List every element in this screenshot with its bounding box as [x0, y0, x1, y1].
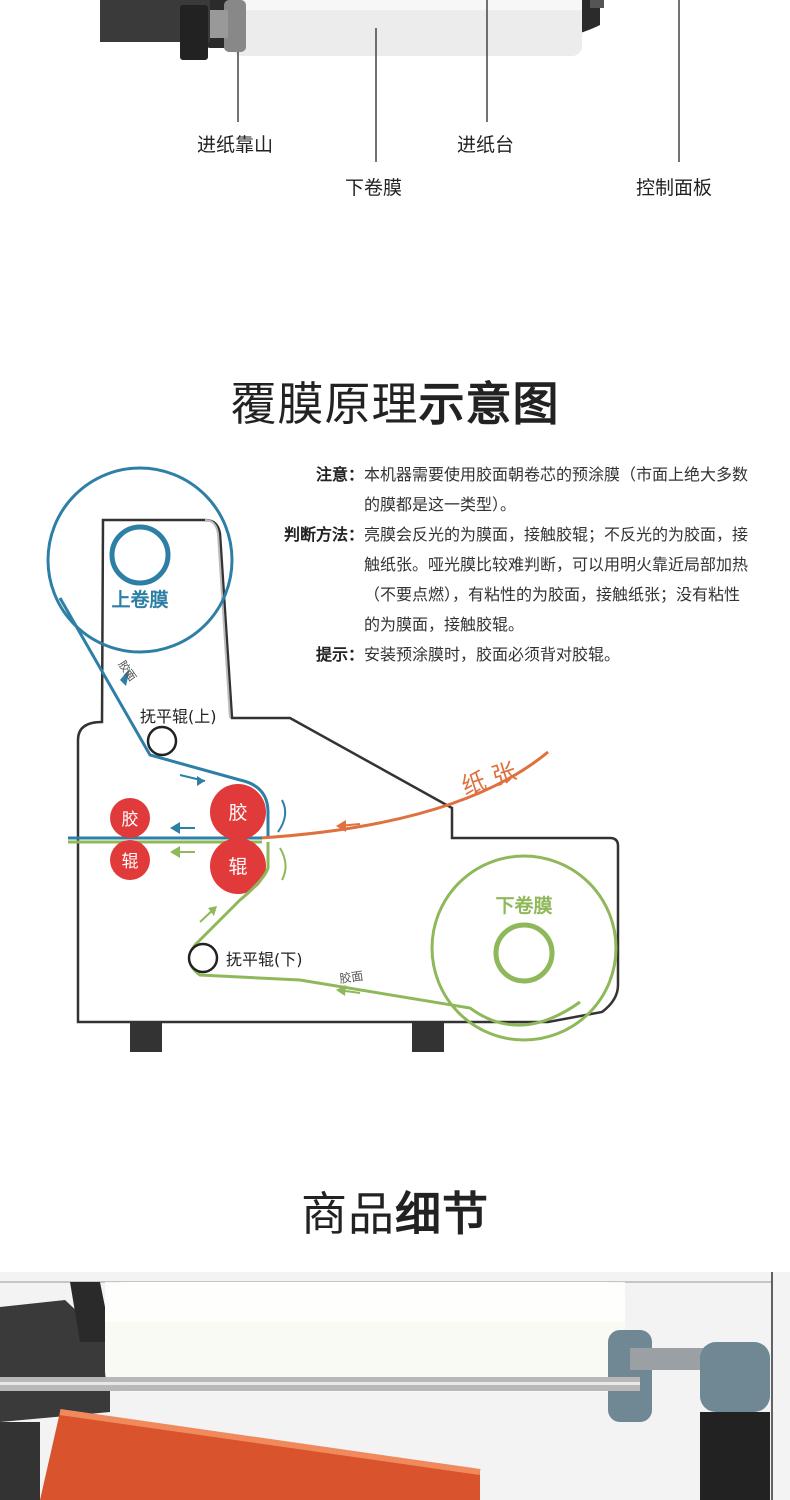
lower-film-circle — [430, 854, 618, 1042]
pressure-roller-lower — [110, 840, 150, 880]
upper-film-core — [109, 524, 171, 586]
rubber-roller-lower — [210, 838, 266, 894]
pressure-roller-upper — [110, 798, 150, 838]
machine-outline — [76, 518, 620, 1024]
details-heading-light: 商品 — [301, 1187, 395, 1241]
roller-char-4: 辊 — [122, 852, 139, 872]
upper-film-circle — [46, 466, 234, 654]
note-row: 提示： 安装预涂膜时，胶面必须背对胶辊。 — [268, 640, 748, 670]
product-detail-photo — [0, 1272, 790, 1500]
lamination-diagram: 上卷膜 胶面 抚平辊(上) 纸 张 胶 辊 胶 辊 胶面 抚平辊(下) 下卷膜 — [46, 466, 620, 1052]
lower-film-core — [493, 922, 555, 984]
machine-foot-right — [412, 1022, 444, 1052]
roller-char-1: 胶 — [228, 802, 247, 824]
note-text: 亮膜会反光的为膜面，接触胶辊；不反光的为胶面，接触纸张。哑光膜比较难判断，可以用… — [364, 525, 749, 634]
label-feed-guide: 进纸靠山 — [197, 134, 274, 156]
flatten-roller-top — [146, 725, 178, 757]
note-label: 判断方法： — [283, 525, 364, 544]
label-feed-table: 进纸台 — [457, 134, 515, 156]
note-label: 提示： — [315, 645, 364, 664]
principle-heading-light: 覆膜原理 — [230, 377, 419, 431]
label-lower-film: 下卷膜 — [345, 177, 403, 199]
paper-label: 纸 张 — [458, 757, 520, 801]
upper-glue-label: 胶面 — [116, 658, 140, 684]
note-row: 判断方法： 亮膜会反光的为膜面，接触胶辊；不反光的为胶面，接触纸张。哑光膜比较难… — [268, 520, 748, 640]
paper-path — [259, 750, 549, 840]
upper-film-arrow — [120, 668, 130, 686]
lower-glue-label: 胶面 — [338, 968, 364, 986]
note-text: 本机器需要使用胶面朝卷芯的预涂膜（市面上绝大多数的膜都是这一类型）。 — [364, 465, 749, 514]
details-heading: 商品细节 — [0, 1178, 790, 1244]
note-text: 安装预涂膜时，胶面必须背对胶辊。 — [364, 645, 621, 664]
notes-block: 注意： 本机器需要使用胶面朝卷芯的预涂膜（市面上绝大多数的膜都是这一类型）。 判… — [268, 460, 748, 670]
roller-char-3: 胶 — [122, 810, 139, 830]
flatten-roller-bottom-label: 抚平辊(下) — [226, 950, 303, 969]
machine-top-image — [85, 0, 680, 162]
details-heading-bold: 细节 — [395, 1187, 489, 1241]
flatten-roller-top-label: 抚平辊(上) — [140, 707, 217, 726]
label-control-panel: 控制面板 — [636, 177, 713, 199]
rubber-roller-upper — [210, 784, 266, 840]
lower-film-label: 下卷膜 — [495, 894, 552, 917]
flatten-roller-bottom — [187, 942, 219, 974]
upper-film-path — [58, 597, 270, 836]
upper-film-label: 上卷膜 — [111, 588, 168, 611]
principle-heading-bold: 示意图 — [418, 377, 560, 431]
roller-char-2: 辊 — [228, 856, 247, 878]
note-label: 注意： — [315, 465, 364, 484]
principle-heading: 覆膜原理示意图 — [0, 368, 790, 434]
machine-foot-left — [130, 1022, 162, 1052]
note-row: 注意： 本机器需要使用胶面朝卷芯的预涂膜（市面上绝大多数的膜都是这一类型）。 — [268, 460, 748, 520]
